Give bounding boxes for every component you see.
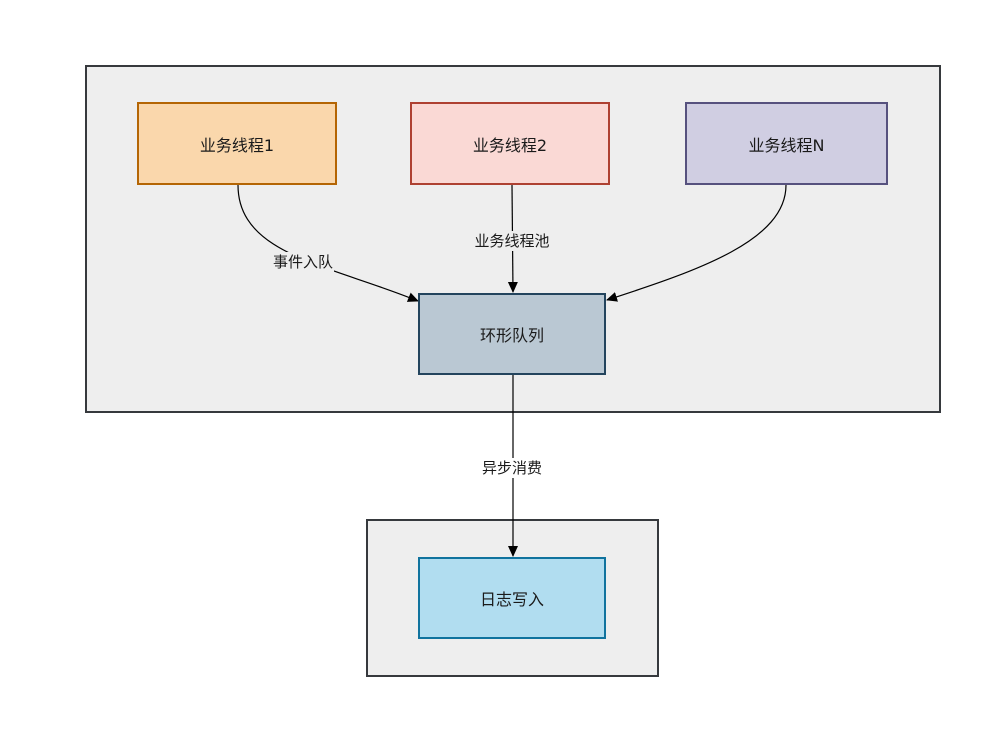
business-thread-2-node[interactable]: 业务线程2 <box>410 102 610 185</box>
business-thread-n-label: 业务线程N <box>748 135 825 155</box>
business-thread-n-node[interactable]: 业务线程N <box>685 102 888 185</box>
thread-pool-label: 业务线程池 <box>473 231 551 251</box>
business-thread-2-label: 业务线程2 <box>472 135 548 155</box>
business-thread-1-node[interactable]: 业务线程1 <box>137 102 337 185</box>
async-consume-edge-label: 异步消费 <box>480 458 544 478</box>
log-write-label: 日志写入 <box>479 590 544 609</box>
business-thread-1-label: 业务线程1 <box>199 135 275 155</box>
ring-queue-label: 环形队列 <box>479 326 544 345</box>
ring-queue-node[interactable]: 环形队列 <box>418 293 606 375</box>
enqueue-edge-label: 事件入队 <box>271 252 335 272</box>
log-write-node[interactable]: 日志写入 <box>418 557 606 639</box>
